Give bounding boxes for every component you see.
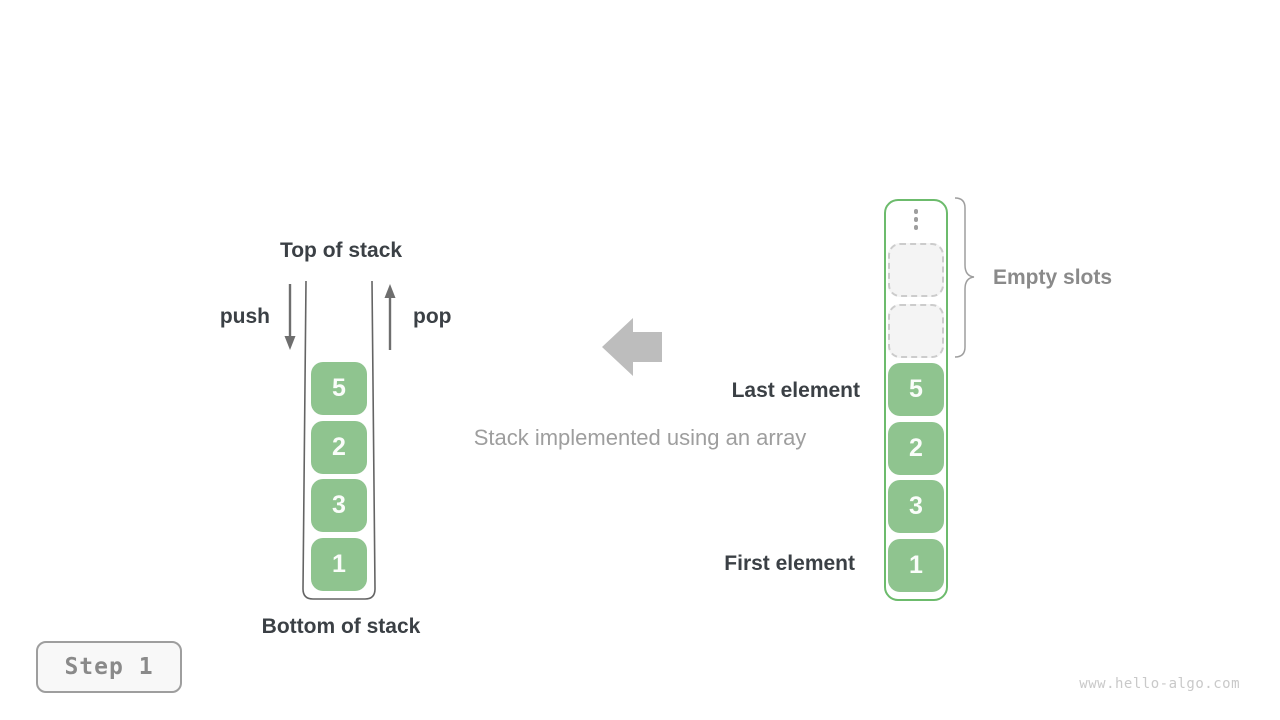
watermark: www.hello-algo.com — [1079, 676, 1240, 692]
array-cell: 5 — [888, 363, 944, 416]
step-badge[interactable]: Step 1 — [36, 641, 182, 693]
push-label: push — [219, 305, 270, 328]
stack-cells: 5 2 3 1 — [311, 362, 367, 591]
diagram-caption: Stack implemented using an array — [473, 425, 807, 450]
last-element-label: Last element — [731, 379, 860, 402]
array-empty-slot — [888, 304, 944, 358]
bottom-of-stack-label: Bottom of stack — [261, 615, 421, 638]
step-label: Step 1 — [64, 654, 154, 680]
ellipsis-dot — [913, 225, 919, 230]
ellipsis-dot — [913, 209, 919, 214]
ellipsis-dot — [913, 217, 919, 222]
stack-cell: 1 — [311, 537, 367, 591]
array-empty-slot — [888, 243, 944, 297]
stack-container-outline — [302, 281, 376, 600]
top-of-stack-label: Top of stack — [279, 239, 403, 262]
stack-cell: 3 — [311, 479, 367, 532]
stack-cell: 5 — [311, 362, 367, 415]
array-cell: 3 — [888, 480, 944, 533]
array-cell: 1 — [888, 538, 944, 592]
pop-label: pop — [413, 305, 452, 328]
empty-slots-brace-icon — [954, 197, 975, 358]
stack-cell: 2 — [311, 420, 367, 474]
left-block-arrow-icon — [602, 318, 662, 376]
ellipsis-dots-icon — [884, 209, 948, 230]
pop-up-arrow-icon — [384, 284, 396, 350]
push-down-arrow-icon — [284, 284, 296, 350]
empty-slots-label: Empty slots — [993, 266, 1113, 289]
first-element-label: First element — [724, 552, 855, 575]
array-cell: 2 — [888, 421, 944, 475]
